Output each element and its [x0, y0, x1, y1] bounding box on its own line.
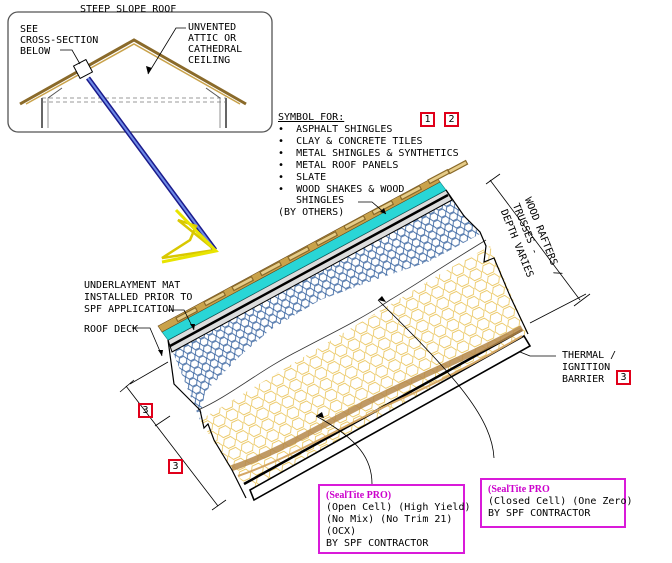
spec-closed-line: BY SPF CONTRACTOR	[488, 508, 591, 519]
spec-open-line: BY SPF CONTRACTOR	[326, 538, 429, 549]
thermal-label-line: IGNITION	[562, 362, 611, 373]
spec-closed-brand: (SealTite PRO	[488, 484, 550, 495]
roof-cross-section	[157, 159, 532, 502]
spec-open-line: (OCX)	[326, 526, 357, 537]
symbol-item: SHINGLES	[296, 195, 345, 206]
closed-cell-foam-layer	[172, 198, 480, 420]
see-label-line: BELOW	[20, 46, 51, 57]
spec-open-line: (Open Cell) (High Yield)	[326, 502, 471, 513]
attic-label-line: ATTIC OR	[188, 33, 237, 44]
badge-1: 1	[420, 112, 435, 127]
spec-closed-cell: (SealTite PRO (Closed Cell) (One Zero) B…	[480, 478, 633, 528]
symbol-item: • METAL ROOF PANELS	[278, 160, 399, 171]
see-label-line: SEE	[20, 24, 39, 35]
underlayment-label-line: SPF APPLICATION	[84, 304, 175, 315]
inset-roof	[19, 38, 247, 106]
left-dimensions	[119, 361, 227, 511]
badge-3-thermal: 3	[616, 370, 631, 385]
left-break-line	[167, 339, 247, 499]
right-break-line	[445, 189, 529, 335]
attic-label-line: UNVENTED	[188, 22, 237, 33]
underlayment-label-line: INSTALLED PRIOR TO	[84, 292, 193, 303]
spec-closed-line: (Closed Cell) (One Zero)	[488, 496, 633, 507]
inset-house	[7, 11, 273, 133]
attic-label-line: CATHEDRAL	[188, 44, 243, 55]
spec-open-brand: (SealTite PRO)	[326, 490, 392, 501]
diagram-title: STEEP SLOPE ROOF	[80, 4, 177, 15]
symbol-item: • METAL SHINGLES & SYNTHETICS	[278, 148, 459, 159]
callout-arrowhead	[161, 218, 218, 260]
symbol-item: • SLATE	[278, 172, 327, 183]
thermal-label-line: THERMAL /	[562, 350, 617, 361]
symbol-footer: (BY OTHERS)	[278, 207, 345, 218]
thermal-label-line: BARRIER	[562, 374, 605, 385]
wood-rafter-grain	[231, 325, 524, 471]
open-cell-foam-layer	[200, 246, 528, 492]
underlayment-label-line: UNDERLAYMENT MAT	[84, 280, 181, 291]
symbol-item: • CLAY & CONCRETE TILES	[278, 136, 423, 147]
attic-label-line: CEILING	[188, 55, 231, 66]
symbol-heading: SYMBOL FOR:	[278, 112, 345, 123]
symbol-item: • WOOD SHAKES & WOOD	[278, 184, 405, 195]
symbol-item: • ASPHALT SHINGLES	[278, 124, 393, 135]
thermal-barrier-board	[248, 334, 532, 502]
roof-deck-label: ROOF DECK	[84, 324, 139, 335]
spec-open-cell: (SealTite PRO) (Open Cell) (High Yield) …	[318, 484, 471, 554]
rafter-dimension	[485, 173, 591, 324]
spec-open-line: (No Mix) (No Trim 21)	[326, 514, 453, 525]
badge-3-upper: 3	[138, 403, 153, 418]
leader-lines	[132, 201, 556, 485]
badge-3-lower: 3	[168, 459, 183, 474]
see-label-line: CROSS-SECTION	[20, 35, 99, 46]
badge-2: 2	[444, 112, 459, 127]
